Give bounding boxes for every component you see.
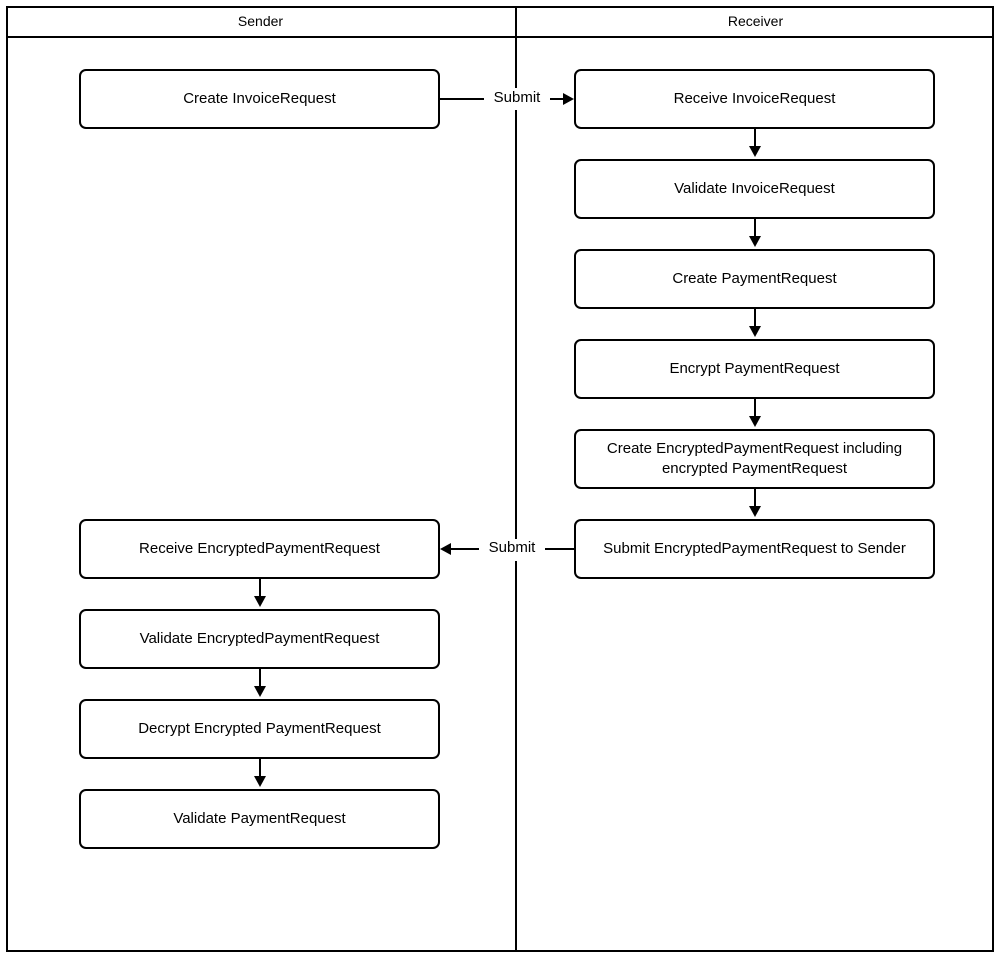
edge-receive-to-validate-encryptedpaymentrequest-line — [259, 579, 261, 598]
node-decrypt-encrypted-paymentrequest[interactable]: Decrypt Encrypted PaymentRequest — [79, 699, 440, 759]
edge-receive-to-validate-invoicerequest-arrowhead — [749, 146, 761, 157]
edge-receive-to-validate-encryptedpaymentrequest-arrowhead — [254, 596, 266, 607]
lane-title-receiver: Receiver — [727, 13, 784, 29]
edge-create-encryptedpaymentrequest-to-submit-arrowhead — [749, 506, 761, 517]
edge-create-to-encrypt-paymentrequest-line — [754, 309, 756, 328]
node-receive-invoicerequest[interactable]: Receive InvoiceRequest — [574, 69, 935, 129]
node-create-invoicerequest[interactable]: Create InvoiceRequest — [79, 69, 440, 129]
edge-create-encryptedpaymentrequest-to-submit-line — [754, 489, 756, 508]
edge-create-to-encrypt-paymentrequest-arrowhead — [749, 326, 761, 337]
node-create-encryptedpaymentrequest[interactable]: Create EncryptedPaymentRequest including… — [574, 429, 935, 489]
edge-submit-invoicerequest-arrowhead — [563, 93, 574, 105]
edge-label-submit-encryptedpaymentrequest: Submit — [479, 539, 545, 556]
node-submit-encryptedpaymentrequest-to-sender[interactable]: Submit EncryptedPaymentRequest to Sender — [574, 519, 935, 579]
node-validate-paymentrequest[interactable]: Validate PaymentRequest — [79, 789, 440, 849]
node-create-paymentrequest[interactable]: Create PaymentRequest — [574, 249, 935, 309]
edge-decrypt-to-validate-paymentrequest-arrowhead — [254, 776, 266, 787]
edge-encrypt-to-create-encryptedpaymentrequest-line — [754, 399, 756, 418]
edge-validate-encryptedpaymentrequest-to-decrypt-line — [259, 669, 261, 688]
edge-validate-invoicerequest-to-create-paymentrequest-arrowhead — [749, 236, 761, 247]
edge-encrypt-to-create-encryptedpaymentrequest-arrowhead — [749, 416, 761, 427]
lane-divider — [515, 6, 517, 952]
lane-title-sender: Sender — [237, 13, 284, 29]
edge-validate-encryptedpaymentrequest-to-decrypt-arrowhead — [254, 686, 266, 697]
edge-validate-invoicerequest-to-create-paymentrequest-line — [754, 219, 756, 238]
edge-decrypt-to-validate-paymentrequest-line — [259, 759, 261, 778]
edge-receive-to-validate-invoicerequest-line — [754, 129, 756, 148]
node-validate-encryptedpaymentrequest[interactable]: Validate EncryptedPaymentRequest — [79, 609, 440, 669]
edge-label-submit-invoicerequest: Submit — [484, 89, 550, 106]
node-receive-encryptedpaymentrequest[interactable]: Receive EncryptedPaymentRequest — [79, 519, 440, 579]
swimlane-header-band: Sender Receiver — [6, 6, 994, 38]
edge-submit-encryptedpaymentrequest-arrowhead — [440, 543, 451, 555]
node-encrypt-paymentrequest[interactable]: Encrypt PaymentRequest — [574, 339, 935, 399]
node-validate-invoicerequest[interactable]: Validate InvoiceRequest — [574, 159, 935, 219]
